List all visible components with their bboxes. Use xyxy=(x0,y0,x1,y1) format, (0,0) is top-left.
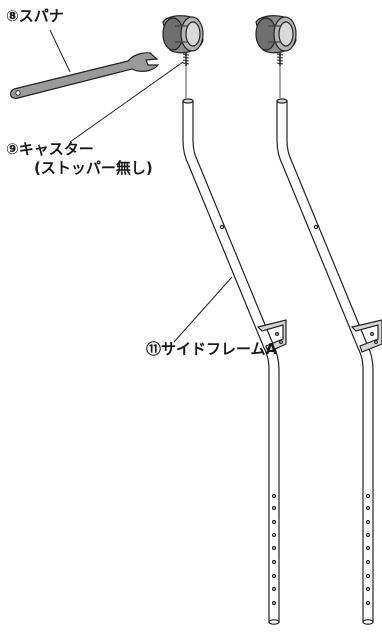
leader-side-frame xyxy=(173,276,233,343)
caster-part-left xyxy=(162,15,204,98)
leader-wrench xyxy=(49,29,71,73)
side-frame-label: ⑪サイドフレームA xyxy=(146,340,278,358)
caster-label-line1: ⑨キャスター xyxy=(6,140,94,158)
caster-label-line2: (ストッパー無し) xyxy=(34,159,153,177)
side-frame-left xyxy=(182,98,287,625)
wrench-part xyxy=(9,52,160,99)
wrench-label: ⑧スパナ xyxy=(6,7,64,25)
caster-part-right xyxy=(255,15,297,98)
leader-lines xyxy=(49,29,233,343)
leader-caster xyxy=(69,61,184,143)
side-frame-right xyxy=(276,98,382,625)
